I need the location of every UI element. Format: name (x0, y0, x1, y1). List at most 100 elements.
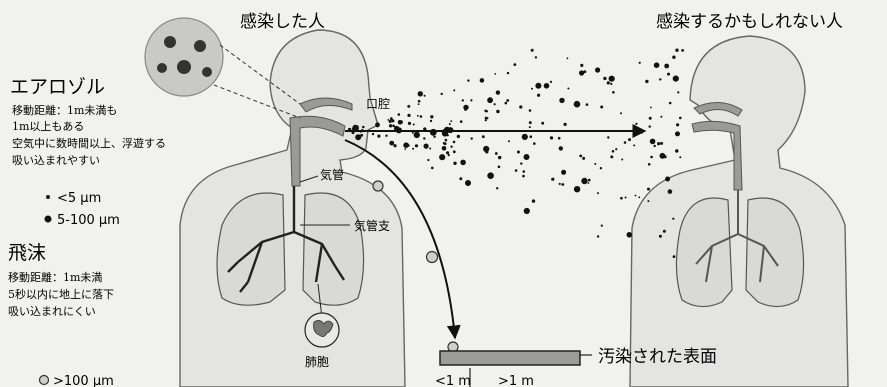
aerosol-particle-medium (522, 134, 528, 140)
droplet-line-3: 吸い込まれにくい (8, 305, 96, 318)
aerosol-particle-medium (483, 146, 489, 152)
aerosol-particle-small (588, 179, 591, 182)
aerosol-particle-small (529, 126, 531, 128)
aerosol-particle-small (505, 102, 508, 105)
aerosol-particle-small (550, 81, 552, 83)
aerosol-particle-medium (430, 129, 437, 136)
aerosol-particle-small (471, 137, 473, 139)
aerosol-particle-small (672, 56, 675, 59)
aerosol-particle-small (362, 126, 365, 129)
aerosol-particle-small (415, 144, 418, 147)
aerosol-particle-small (620, 112, 622, 114)
aerosol-particle-medium (444, 127, 450, 133)
aerosol-particle-small (389, 124, 392, 127)
aerosol-particle-small (610, 83, 612, 85)
infected-person-figure (180, 30, 405, 387)
aerosol-particle-medium (627, 232, 633, 238)
aerosol-particle-small (647, 188, 650, 191)
aerosol-particle-medium (579, 70, 584, 75)
aerosol-particle-medium (355, 134, 361, 140)
aerosol-particle-small (441, 93, 443, 95)
aerosol-particle-small (663, 230, 666, 233)
aerosol-particle-small (621, 159, 623, 161)
aerosol-particle-small (551, 178, 554, 181)
aerosol-particle-small (453, 162, 456, 165)
alveoli-label: 肺胞 (305, 355, 329, 369)
aerosol-particle-small (447, 134, 449, 136)
aerosol-particle-small (567, 57, 569, 59)
aerosol-particle-small (628, 138, 631, 141)
aerosol-particle-medium (480, 78, 485, 83)
legend-large-label: >100 μm (53, 374, 114, 387)
aerosol-particle-medium (544, 83, 550, 89)
aerosol-particle-small (420, 115, 423, 118)
aerosol-particle-small (681, 49, 684, 52)
aerosol-particle-medium (559, 98, 564, 103)
legend-small-label: <5 μm (57, 191, 101, 206)
aerosol-particle-small (607, 136, 609, 138)
aerosol-particle-small (607, 81, 610, 84)
aerosol-particle-small (464, 108, 467, 111)
droplet-line-1: 移動距離：1m未満 (8, 270, 102, 284)
aerosol-particle-small (506, 99, 509, 102)
aerosol-particle-small (496, 187, 498, 189)
aerosol-particle-small (413, 124, 415, 126)
aerosol-particle-small (372, 133, 374, 135)
aerosol-particle-small (515, 169, 518, 172)
aerosol-particle-medium (561, 170, 566, 175)
aerosol-particle-small (612, 91, 615, 94)
aerosol-particle-small (625, 197, 627, 199)
legend-large-dot (40, 376, 49, 385)
aerosol-particle-small (594, 163, 596, 165)
aerosol-particle-small (520, 162, 522, 164)
droplet-heading: 飛沫 (8, 242, 46, 264)
trachea-label: 気管 (320, 167, 344, 182)
aerosol-particle-small (660, 116, 662, 118)
aerosol-particle-small (460, 120, 463, 123)
aerosol-particle-small (650, 107, 652, 109)
aerosol-particle-small (579, 155, 582, 158)
aerosol-particle-small (533, 142, 536, 145)
aerosol-particle-small (389, 120, 392, 123)
aerosol-particle-small (486, 117, 488, 119)
aerosol-particle-small (667, 73, 670, 76)
aerosol-particle-medium (389, 141, 394, 146)
aerosol-particle-small (361, 129, 364, 132)
aerosol-particle-medium (524, 154, 530, 160)
aerosol-particle-small (586, 103, 589, 106)
aerosol-particle-small (513, 63, 516, 66)
aerosol-particle-small (448, 154, 450, 156)
aerosol-heading: エアロゾル (10, 76, 105, 98)
aerosol-particle-small (412, 132, 414, 134)
aerosol-particle-small (597, 235, 599, 237)
aerosol-particle-medium (524, 208, 530, 214)
aerosol-particle-small (679, 117, 682, 120)
aerosol-particle-small (407, 114, 410, 117)
aerosol-particle-small (675, 49, 678, 52)
aerosol-particle-small (541, 122, 544, 125)
aerosol-particle-small (430, 120, 432, 122)
aerosol-particle-small (453, 141, 456, 144)
aerosol-particle-small (580, 64, 583, 67)
aerosol-particle-small (648, 163, 651, 166)
aerosol-particle-small (582, 157, 585, 160)
aerosol-particle-medium (581, 178, 587, 184)
aerosol-particle-small (669, 102, 672, 105)
aerosol-particle-small (431, 167, 434, 170)
aerosol-particle-small (453, 150, 456, 153)
aerosol-particle-small (352, 131, 355, 134)
aerosol-particle-small (407, 105, 410, 108)
aerosol-particle-medium (418, 91, 423, 96)
aerosol-particle-small (498, 166, 501, 169)
aerosol-particle-small (559, 183, 561, 185)
aerosol-particle-small (564, 123, 567, 126)
aerosol-particle-small (462, 99, 464, 101)
aerosol-particle-medium (352, 125, 359, 132)
aerosol-particle-small (624, 141, 627, 144)
aerosol-particle-small (507, 72, 509, 74)
aerosol-particle-small (424, 95, 426, 97)
aerosol-particle-medium (487, 97, 493, 103)
aerosol-particle-small (537, 94, 540, 97)
aerosol-particle-medium (394, 126, 399, 131)
aerosol-particle-small (418, 103, 420, 105)
